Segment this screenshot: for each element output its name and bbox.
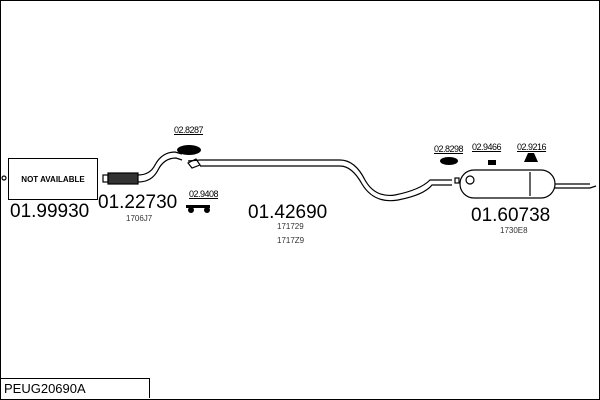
connector-icon bbox=[1, 175, 7, 181]
rear-silencer bbox=[454, 169, 597, 199]
not-available-box: NOT AVAILABLE bbox=[8, 158, 98, 200]
part-ref: 1706J7 bbox=[126, 214, 153, 223]
part-number[interactable]: 01.22730 bbox=[98, 192, 178, 213]
accessory-code[interactable]: 02.9408 bbox=[189, 189, 219, 199]
part-ref: 1730E8 bbox=[500, 226, 528, 235]
middle-pipe bbox=[187, 158, 452, 202]
accessory-code[interactable]: 02.8298 bbox=[434, 144, 464, 154]
reference-code: PEUG20690A bbox=[0, 378, 150, 398]
accessories bbox=[177, 145, 538, 213]
part-ref: 1717Z9 bbox=[277, 236, 305, 245]
accessory-code[interactable]: 02.9216 bbox=[517, 142, 547, 152]
accessory-code[interactable]: 02.9466 bbox=[472, 142, 502, 152]
part-number[interactable]: 01.99930 bbox=[10, 201, 90, 222]
part-ref: 171729 bbox=[277, 222, 304, 231]
part-number[interactable]: 01.42690 bbox=[248, 202, 328, 223]
part-number[interactable]: 01.60738 bbox=[471, 205, 551, 226]
catalyst-pipe bbox=[102, 151, 183, 185]
accessory-code[interactable]: 02.8287 bbox=[174, 125, 204, 135]
